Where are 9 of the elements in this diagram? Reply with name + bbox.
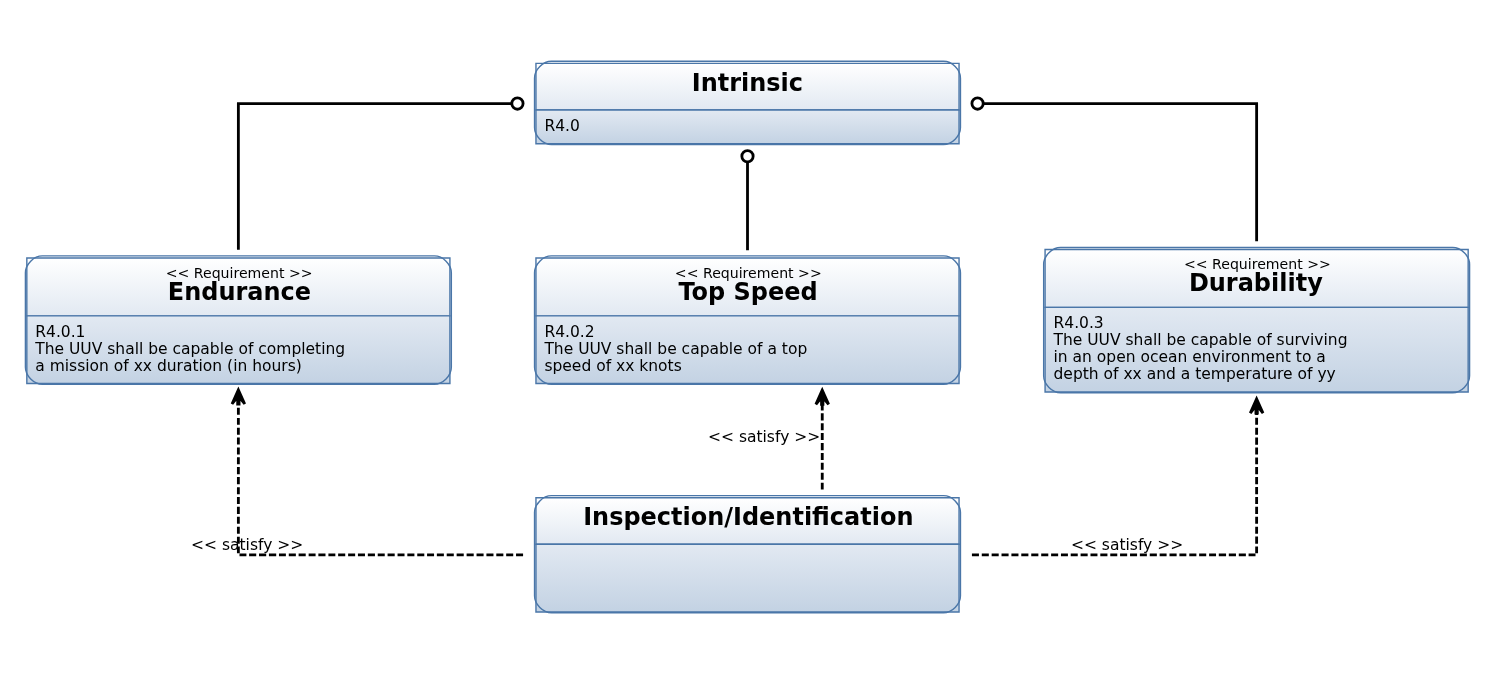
edge-label: << satisfy >> (191, 535, 304, 554)
arrow (971, 397, 1265, 556)
arrow (230, 387, 524, 556)
connector (970, 96, 1259, 241)
arrow (814, 388, 830, 490)
connector (740, 148, 755, 250)
edge-label: << satisfy >> (708, 427, 821, 446)
edge-label: << satisfy >> (1070, 535, 1184, 554)
connector (236, 96, 525, 250)
